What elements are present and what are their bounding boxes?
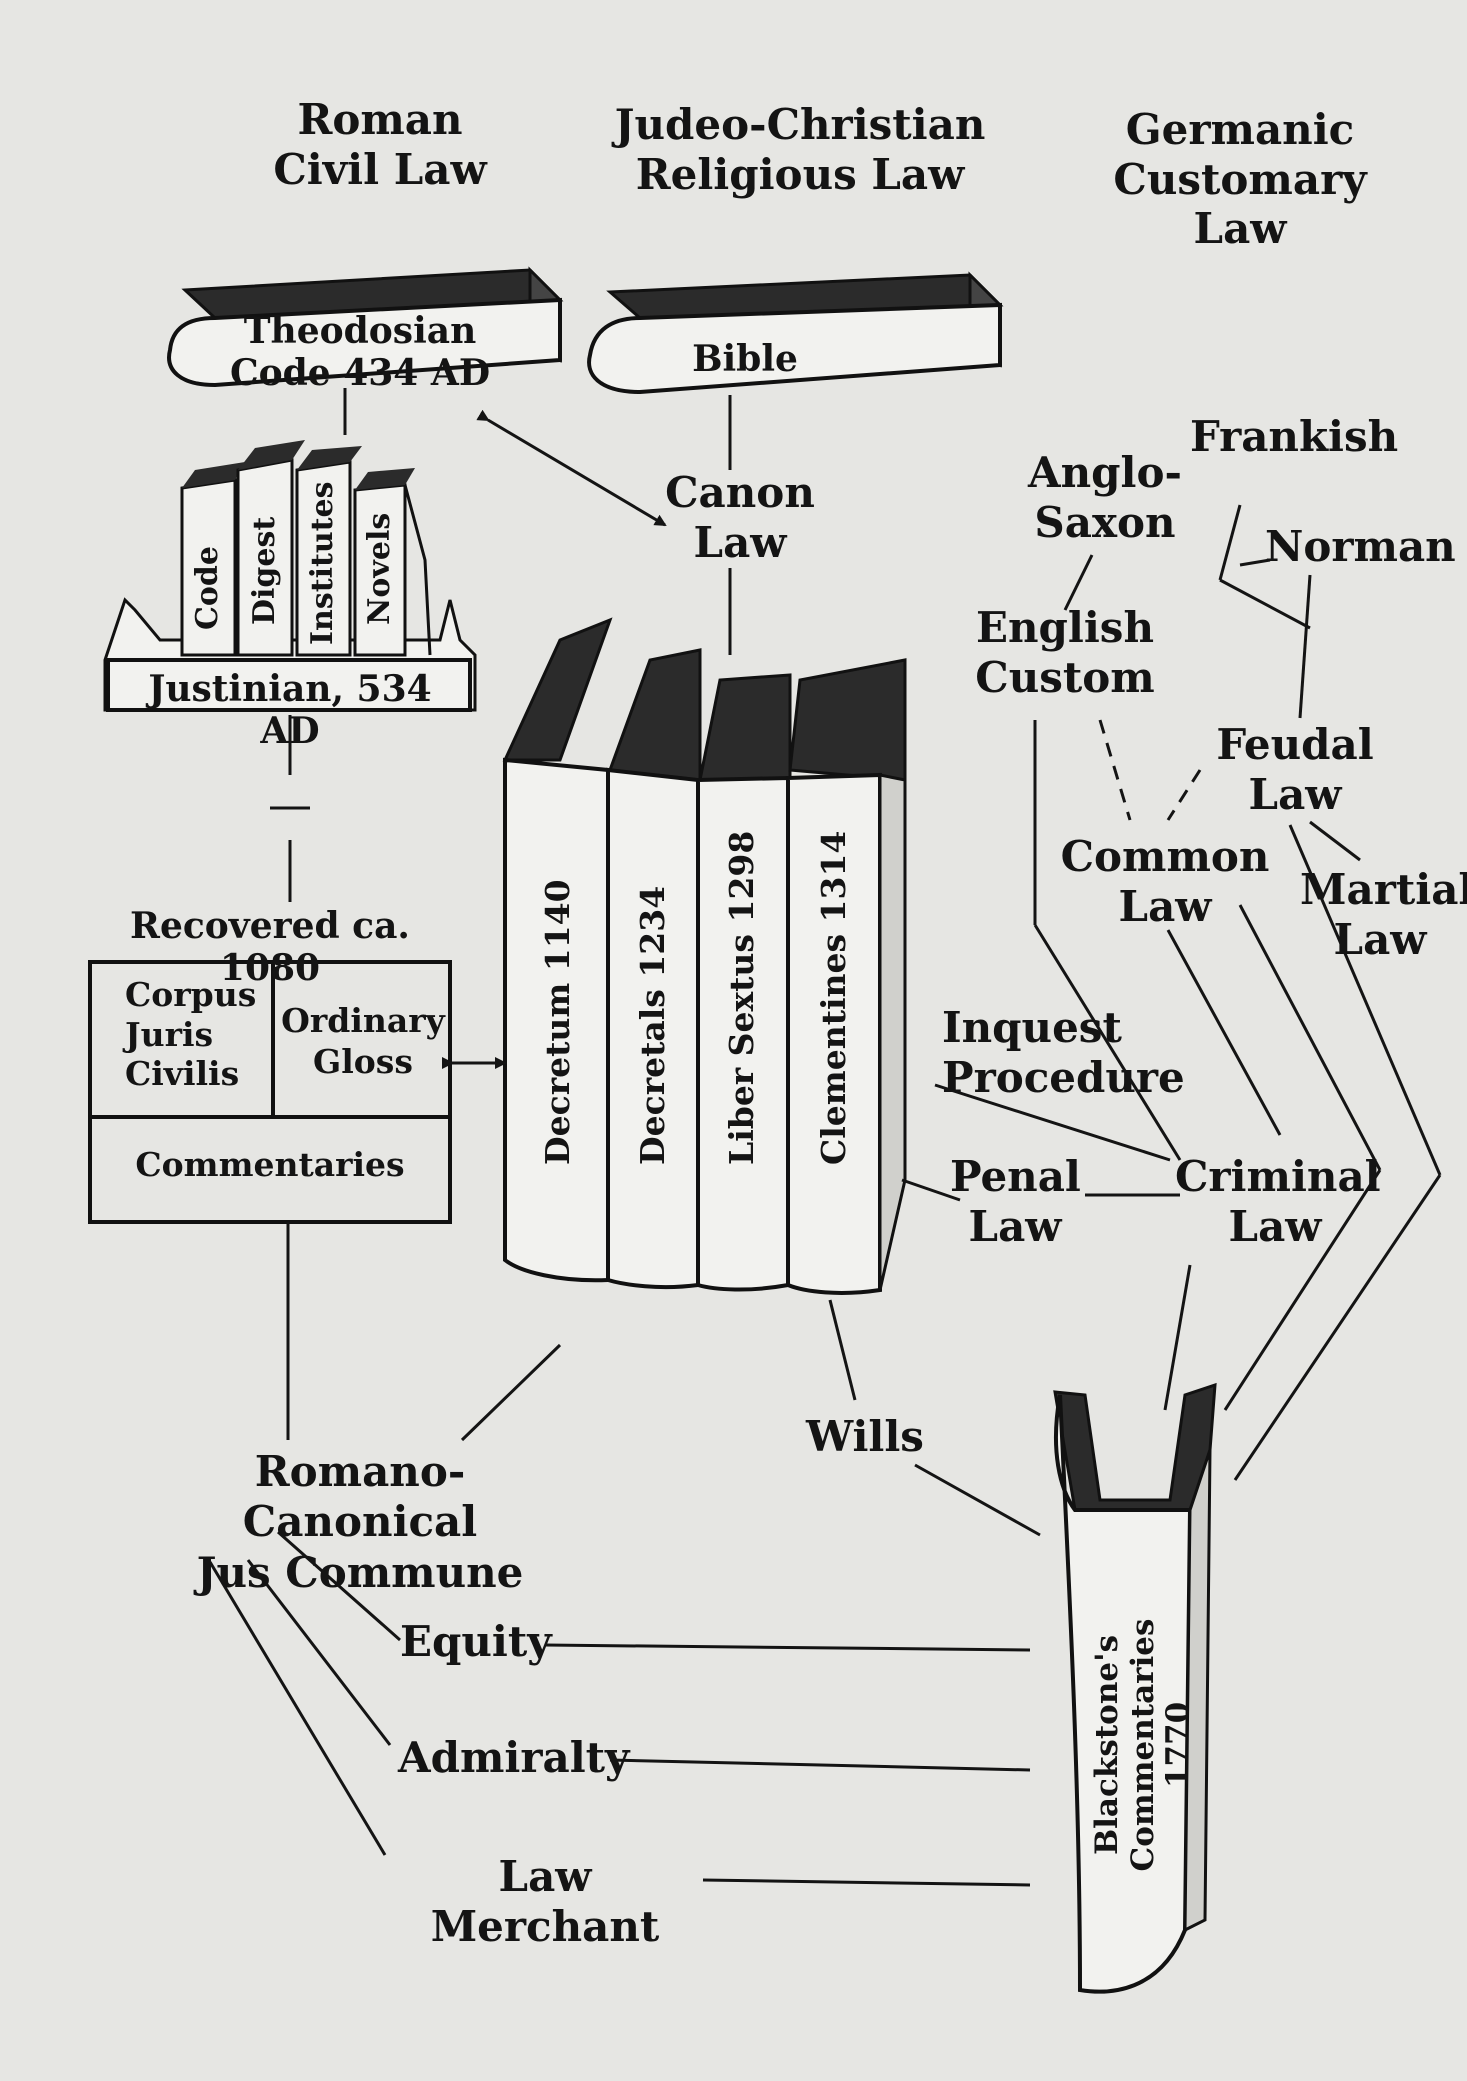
martial-law-label: Martial Law [1300, 865, 1467, 964]
wills-label: Wills [806, 1412, 924, 1461]
decretum-volume: Decretum 1140 [538, 879, 577, 1165]
connector-lines [208, 388, 1442, 1887]
equity-label: Equity [400, 1617, 552, 1666]
frankish-label: Frankish [1190, 412, 1399, 461]
justinian-label: Justinian, 534 AD [148, 668, 432, 753]
law-merchant-label: Law Merchant [430, 1852, 660, 1951]
theodosian-code-label: Theodosian Code 434 AD [229, 310, 491, 395]
decretals-volume: Decretals 1234 [633, 885, 672, 1165]
bible-label: Bible [692, 338, 798, 380]
justinian-shelf-icon [103, 440, 477, 712]
blackstone-book-icon [1053, 1382, 1217, 1994]
anglo-saxon-label: Anglo- Saxon [1028, 448, 1182, 547]
bible-book-icon [587, 271, 1004, 395]
recovered-table [88, 960, 452, 1224]
blackstone-commentaries-label: Blackstone's Commentaries 1770 [1089, 1618, 1197, 1872]
romano-canonical-jus-commune-label: Romano-Canonical Jus Commune [196, 1447, 524, 1597]
penal-law-label: Penal Law [950, 1152, 1081, 1251]
justinian-digest-volume: Digest [247, 516, 282, 625]
admiralty-label: Admiralty [398, 1733, 630, 1782]
liber-sextus-volume: Liber Sextus 1298 [722, 830, 761, 1165]
heading-judeo-christian-law: Judeo-Christian Religious Law [614, 100, 986, 199]
recovered-caption: Recovered ca. 1080 [130, 905, 410, 990]
feudal-law-label: Feudal Law [1216, 720, 1374, 819]
english-custom-label: English Custom [975, 603, 1155, 702]
heading-roman-civil-law: Roman Civil Law [273, 95, 487, 194]
commentaries-cell: Commentaries [135, 1145, 405, 1184]
criminal-law-label: Criminal Law [1175, 1152, 1381, 1251]
common-law-label: Common Law [1060, 832, 1270, 931]
corpus-juris-civilis-cell: Corpus Juris Civilis [125, 975, 257, 1094]
canon-law-label: Canon Law [665, 468, 815, 568]
heading-germanic-customary-law: Germanic Customary Law [1113, 105, 1367, 254]
justinian-novels-volume: Novels [362, 512, 397, 625]
ordinary-gloss-cell: Ordinary Gloss [281, 1001, 445, 1082]
norman-label: Norman [1265, 522, 1456, 571]
clementines-volume: Clementines 1314 [814, 830, 853, 1165]
justinian-institutes-volume: Institutes [305, 481, 340, 646]
theodosian-book-icon [167, 266, 564, 388]
inquest-procedure-label: Inquest Procedure [942, 1003, 1185, 1102]
justinian-code-volume: Code [190, 546, 225, 630]
canon-volumes-icon [502, 617, 907, 1295]
